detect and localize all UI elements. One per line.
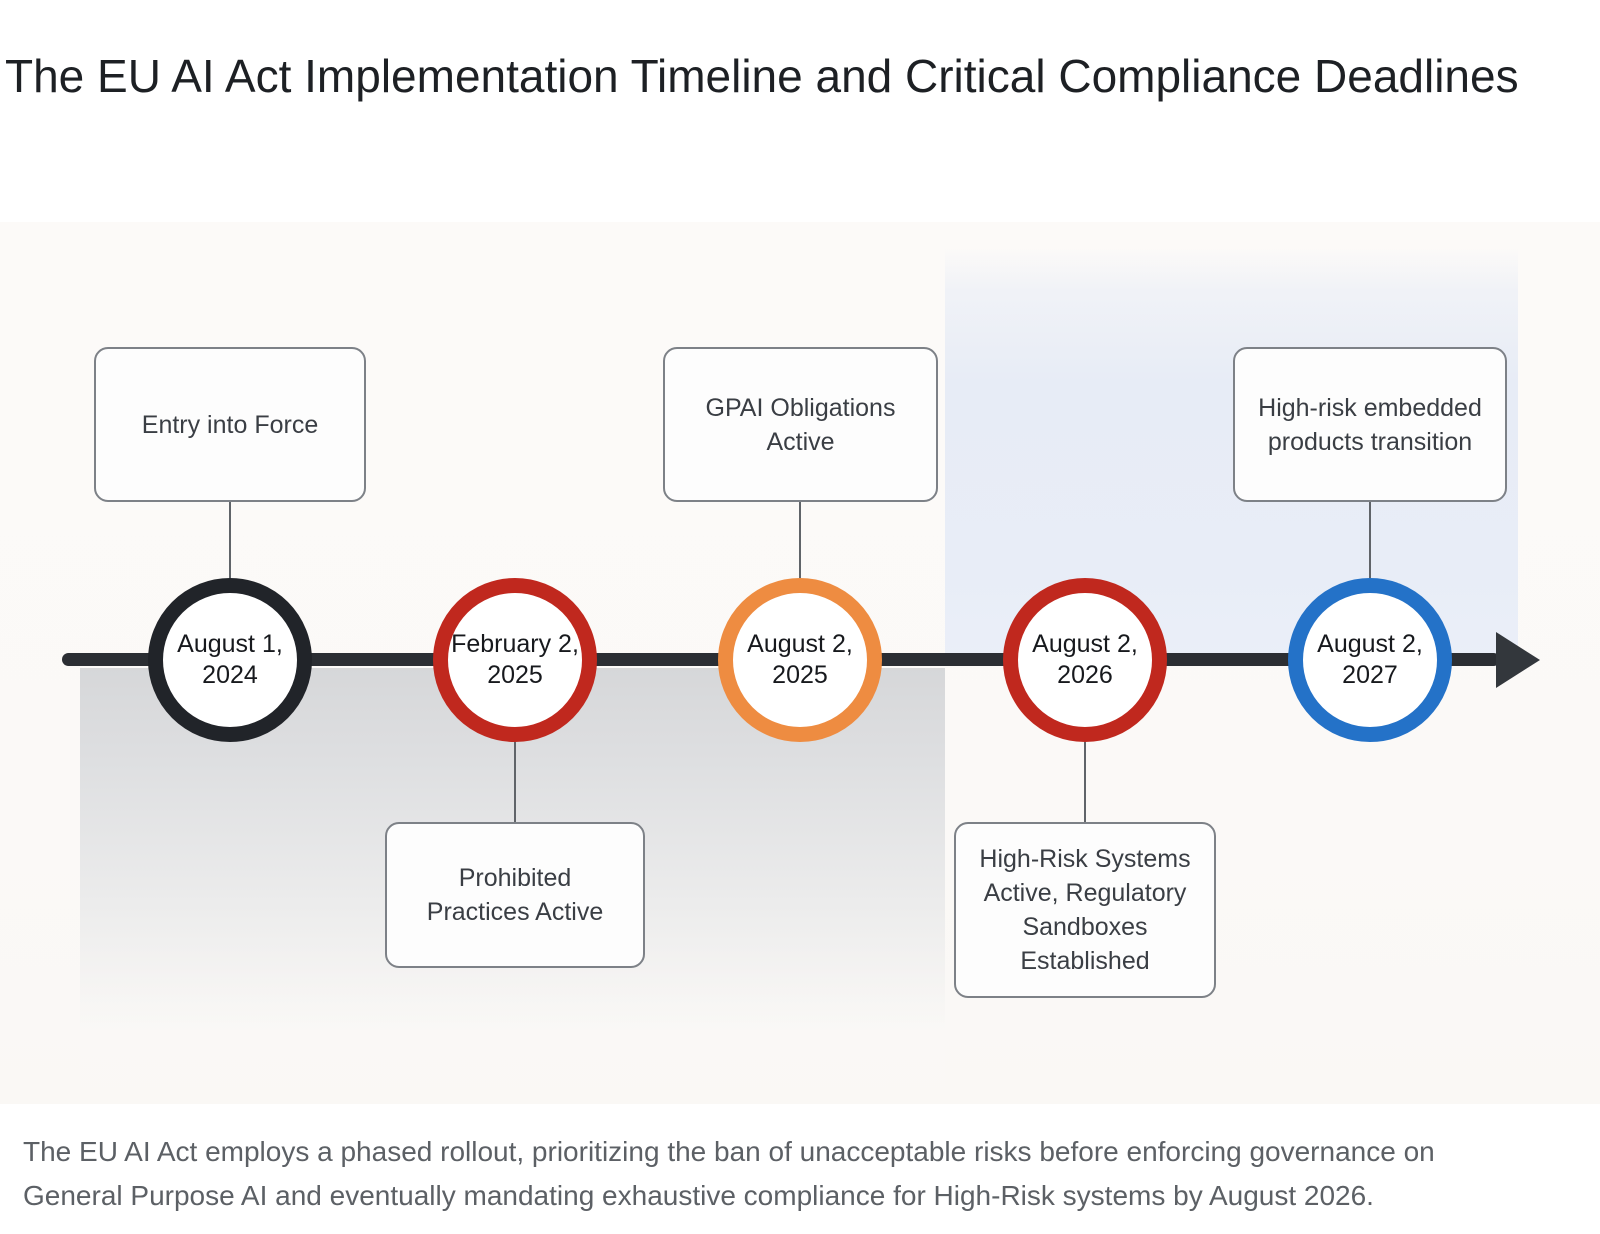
date-line: 2027 (1342, 661, 1398, 689)
milestone-node-aug-2026: August 2, 2026 (1003, 578, 1167, 742)
timeline-arrowhead-icon (1496, 632, 1540, 688)
connector-line (1084, 742, 1086, 822)
date-line: February 2, (451, 630, 579, 658)
date-line: August 2, (1032, 630, 1138, 658)
date-line: 2026 (1057, 661, 1113, 689)
callout-box-high-risk-systems: High-Risk Systems Active, Regulatory San… (954, 822, 1216, 998)
callout-label: High-risk embedded products transition (1258, 393, 1482, 456)
connector-line (229, 502, 231, 578)
date-line: August 1, (177, 630, 283, 658)
date-line: 2025 (772, 661, 828, 689)
milestone-node-feb-2025: February 2, 2025 (433, 578, 597, 742)
page-title: The EU AI Act Implementation Timeline an… (5, 50, 1519, 102)
callout-box-gpai-obligations: GPAI Obligations Active (663, 347, 938, 502)
connector-line (799, 502, 801, 578)
callout-box-high-risk-embedded: High-risk embedded products transition (1233, 347, 1507, 502)
date-line: 2025 (487, 661, 543, 689)
milestone-date: August 2, 2026 (1032, 629, 1138, 691)
callout-box-prohibited-practices: Prohibited Practices Active (385, 822, 645, 968)
date-line: August 2, (747, 630, 853, 658)
connector-line (514, 742, 516, 822)
callout-box-entry-into-force: Entry into Force (94, 347, 366, 502)
milestone-node-aug-2025: August 2, 2025 (718, 578, 882, 742)
milestone-date: August 2, 2027 (1317, 629, 1423, 691)
milestone-node-aug-2024: August 1, 2024 (148, 578, 312, 742)
callout-label: Entry into Force (141, 410, 319, 439)
milestone-node-aug-2027: August 2, 2027 (1288, 578, 1452, 742)
caption: The EU AI Act employs a phased rollout, … (23, 1136, 1435, 1212)
callout-label: Prohibited Practices Active (426, 864, 604, 926)
connector-line (1369, 502, 1371, 578)
milestone-date: August 2, 2025 (747, 629, 853, 691)
callout-label: GPAI Obligations Active (705, 393, 896, 456)
milestone-date: August 1, 2024 (177, 629, 283, 691)
callout-label: High-Risk Systems Active, Regulatory San… (979, 845, 1191, 975)
timeline-diagram: Entry into Force GPAI Obligations Active… (0, 222, 1600, 1104)
date-line: 2024 (202, 661, 258, 689)
milestone-date: February 2, 2025 (451, 629, 579, 691)
date-line: August 2, (1317, 630, 1423, 658)
